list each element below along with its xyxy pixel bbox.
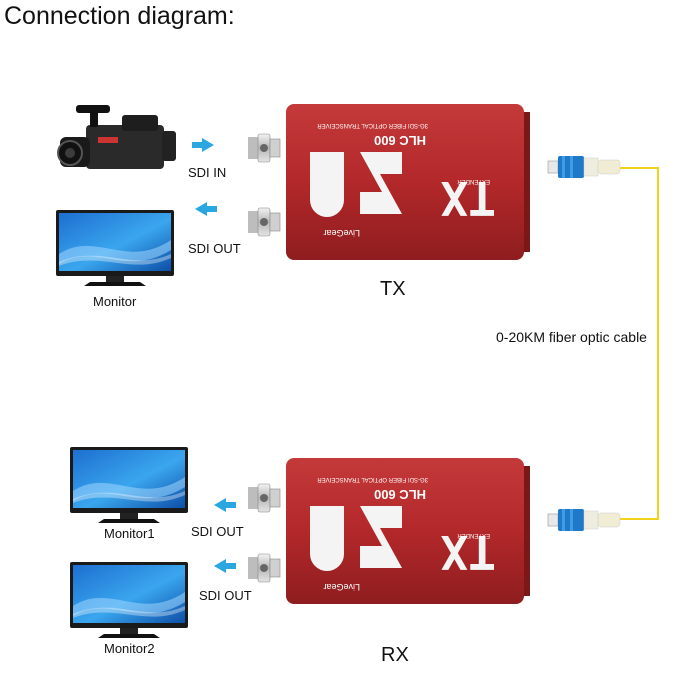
rx-sdi-out2-arrow-icon (214, 559, 236, 573)
monitor1-label: Monitor1 (104, 526, 155, 541)
rx-sdi-out1-label: SDI OUT (191, 524, 244, 539)
fiber-optic-cable (620, 167, 659, 520)
sdi-in-label: SDI IN (188, 165, 227, 180)
monitor2-label: Monitor2 (104, 641, 155, 656)
monitor-label: Monitor (93, 294, 137, 309)
rx-sdi-out2-label: SDI OUT (199, 588, 252, 603)
bnc-connector-icon (247, 133, 281, 163)
rx-model: HLC 600 (374, 487, 426, 502)
rx-mode-mark: TX (440, 525, 496, 579)
monitor-icon (56, 210, 174, 286)
rx-mode-sub: EXTENDER (457, 532, 490, 538)
page-title: Connection diagram: (4, 2, 235, 30)
bnc-connector-icon (247, 553, 281, 583)
sdi-out-arrow-icon (195, 202, 217, 216)
rx-sdi-out1-arrow-icon (214, 498, 236, 512)
rx-brand: LiveGear (323, 582, 360, 592)
rx-label: RX (381, 644, 409, 666)
rx-device: TX HLC 600 3G-SDI FIBER OPTICAL TRANSCEI… (247, 458, 530, 604)
fiber-connector-icon (547, 508, 621, 532)
monitor1-icon (70, 447, 188, 523)
camcorder-icon (57, 105, 176, 169)
tx-subtitle: 3G-SDI FIBER OPTICAL TRANSCEIVER (317, 122, 428, 128)
sdi-out-label: SDI OUT (188, 241, 241, 256)
rx-subtitle: 3G-SDI FIBER OPTICAL TRANSCEIVER (317, 476, 428, 482)
bnc-connector-icon (247, 207, 281, 237)
monitor2-icon (70, 562, 188, 638)
tx-label: TX (380, 278, 406, 300)
bnc-connector-icon (247, 483, 281, 513)
sdi-in-arrow-icon (192, 138, 214, 152)
tx-model: HLC 600 (374, 133, 426, 148)
tx-mode-sub: EXTENDER (457, 178, 490, 184)
tx-brand: LiveGear (323, 228, 360, 238)
tx-device: TX HLC 600 3G-SDI FIBER OPTICAL TRANSCEI… (247, 104, 530, 260)
fiber-connector-icon (547, 155, 621, 179)
tx-mode-mark: TX (440, 171, 496, 225)
cable-label: 0-20KM fiber optic cable (496, 329, 647, 345)
